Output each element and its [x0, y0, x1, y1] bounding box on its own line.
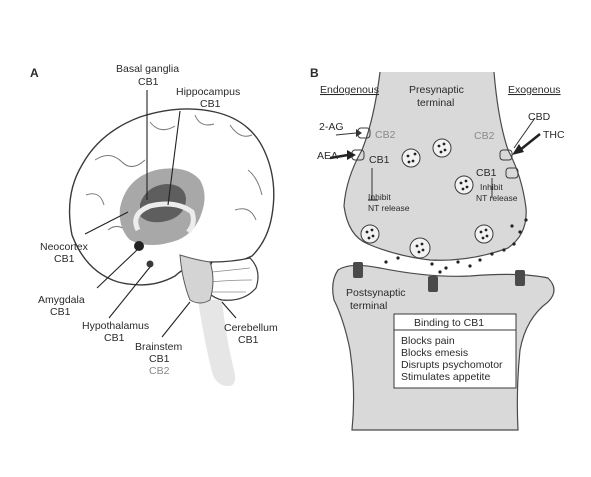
amygdala-receptor: CB1	[50, 306, 71, 318]
ligand-cbd-label: CBD	[528, 111, 551, 123]
hippocampus-label: Hippocampus	[176, 86, 240, 98]
brain-illustration	[68, 108, 275, 386]
left-inhibit-label-2: NT release	[368, 203, 410, 213]
hippocampus-shape	[133, 201, 196, 234]
panel-a-label: A	[30, 66, 39, 80]
brain-leader-lines	[84, 90, 237, 338]
right-inhibit-label-2: NT release	[476, 193, 518, 203]
left-cb1-label: CB1	[369, 154, 390, 166]
brainstem-shape	[179, 254, 214, 304]
spinal-cord	[198, 300, 236, 386]
binding-box-title: Binding to CB1	[414, 317, 484, 329]
binding-item-2: Blocks emesis	[401, 347, 468, 359]
ligand-aea-label: AEA	[317, 150, 338, 162]
basal-ganglia-receptor: CB1	[138, 76, 159, 88]
presynaptic-label-2: terminal	[417, 97, 454, 109]
ligand-arrows	[329, 117, 541, 201]
right-cb1-label: CB1	[476, 167, 497, 179]
ligand-2ag-label: 2-AG	[319, 121, 344, 133]
presynaptic-label-1: Presynaptic	[409, 84, 464, 96]
hypothalamus-shape	[146, 260, 154, 268]
right-cb2-label: CB2	[474, 130, 495, 142]
postsynaptic-label-2: terminal	[350, 300, 387, 312]
left-cb2-label: CB2	[375, 129, 396, 141]
amygdala-label: Amygdala	[38, 294, 85, 306]
binding-item-3: Disrupts psychomotor	[401, 359, 503, 371]
hypothalamus-label: Hypothalamus	[82, 320, 149, 332]
neocortex-receptor: CB1	[54, 253, 75, 265]
neocortex-label: Neocortex	[40, 241, 89, 253]
synaptic-vesicles	[360, 138, 494, 259]
hypothalamus-receptor: CB1	[104, 332, 125, 344]
binding-box: Binding to CB1 Blocks pain Blocks emesis…	[393, 313, 517, 389]
ligand-thc-label: THC	[543, 129, 565, 141]
right-inhibit-label-1: Inhibit	[480, 182, 503, 192]
panel-b-label: B	[310, 66, 319, 80]
amygdala-shape	[134, 241, 144, 251]
gyri-lines	[85, 114, 263, 233]
basal-ganglia-label: Basal ganglia	[116, 63, 179, 75]
brainstem-receptor-2: CB2	[149, 365, 170, 377]
brainstem-label: Brainstem	[135, 341, 183, 353]
hippocampus-receptor: CB1	[200, 98, 221, 110]
neurotransmitter-dots	[384, 218, 528, 274]
postsynaptic-label-1: Postsynaptic	[346, 287, 406, 299]
cerebellum-receptor: CB1	[238, 334, 259, 346]
binding-item-1: Blocks pain	[401, 335, 455, 347]
exogenous-heading: Exogenous	[508, 84, 561, 96]
endogenous-heading: Endogenous	[320, 84, 379, 96]
left-inhibit-label-1: Inhibit	[368, 192, 391, 202]
presynaptic-terminal	[343, 71, 527, 261]
postsynaptic-receptors	[353, 262, 525, 292]
cerebellum-label: Cerebellum	[224, 322, 278, 334]
brainstem-receptor: CB1	[149, 353, 170, 365]
binding-item-4: Stimulates appetite	[401, 371, 490, 383]
